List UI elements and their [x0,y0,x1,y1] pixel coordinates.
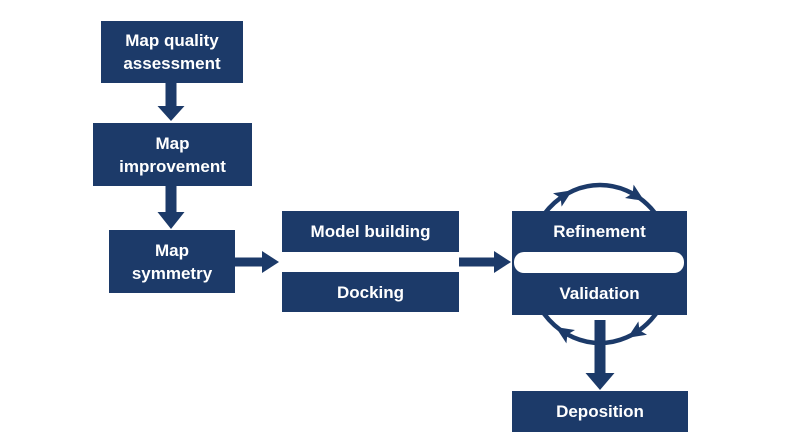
node-label: Model building [310,222,431,241]
node-label: Map improvement [119,133,226,176]
arrow-validation-to-deposition [585,320,615,390]
node-map-symmetry: Map symmetry [109,230,235,293]
node-docking: Docking [282,272,459,312]
node-map-improvement: Map improvement [93,123,252,186]
arrow-map-symmetry-to-model-building [235,251,279,273]
cycle-arrowhead-top-left-icon [553,190,573,207]
node-label: Map symmetry [131,240,213,283]
arrow-map-improvement-to-map-symmetry [157,186,185,229]
cycle-arrowhead-top-right-icon [625,184,645,201]
node-label: Map quality assessment [123,31,221,73]
node-label: Refinement [553,221,646,241]
node-refinement: Refinement [512,211,687,252]
arrow-model-building-to-refinement [459,251,511,273]
arrow-map-quality-to-map-improvement [157,83,185,121]
node-label: Docking [336,282,405,302]
node-validation: Validation [512,273,687,315]
group-refinement-validation: Refinement Validation [512,211,687,315]
node-label: Deposition [556,402,644,421]
node-label: Validation [559,284,640,303]
node-map-quality-assessment: Map quality assessment [101,21,243,83]
node-model-building: Model building [282,211,459,252]
refinement-validation-divider [514,252,684,273]
cycle-arrowhead-bottom-left-icon [555,327,575,344]
node-deposition: Deposition [512,391,688,432]
cycle-arrowhead-bottom-right-icon [627,321,647,338]
